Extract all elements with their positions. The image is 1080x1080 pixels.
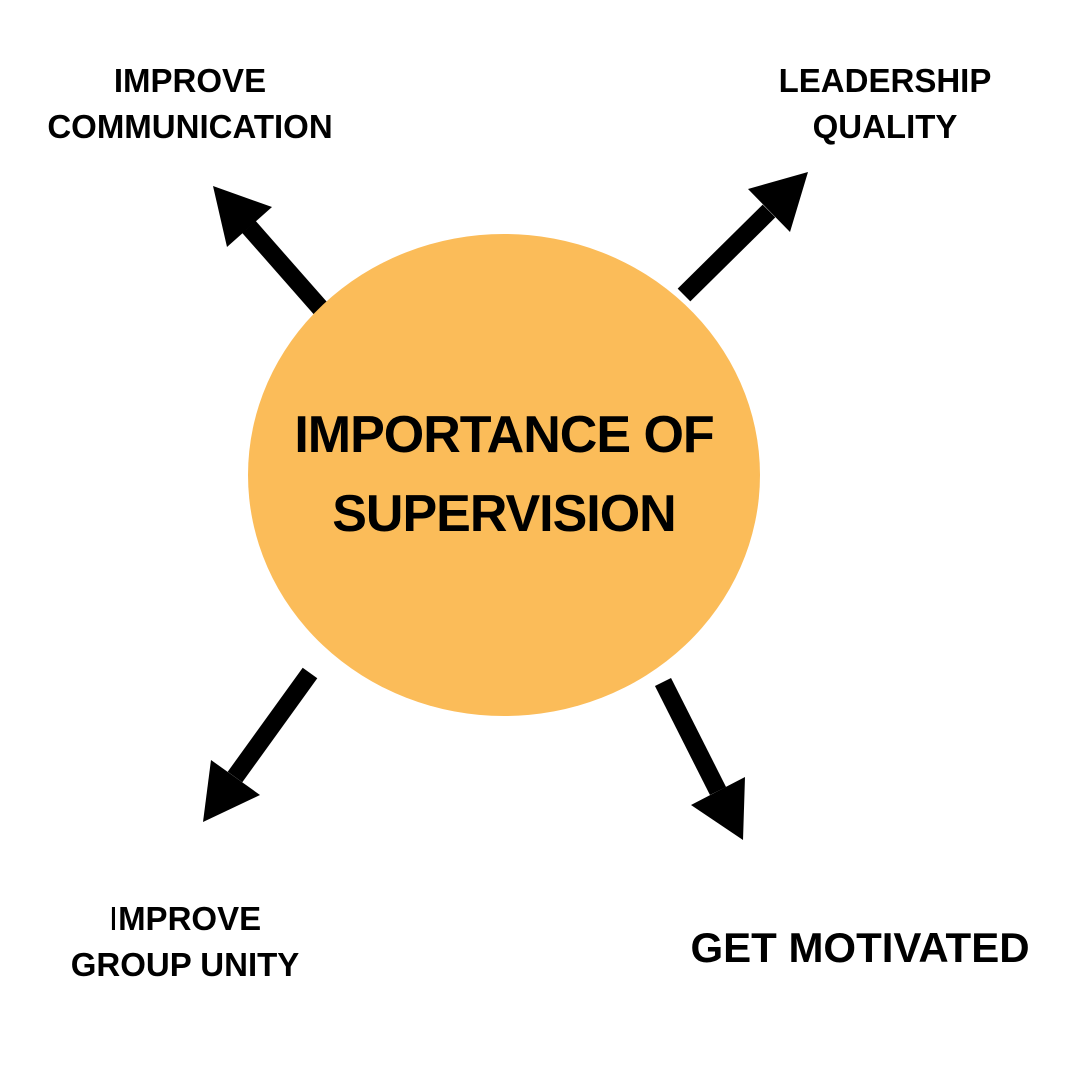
- arrow-bottom-left-icon: [203, 667, 318, 822]
- label-leadership-quality: LEADERSHIP QUALITY: [710, 58, 1060, 150]
- arrow-top-left-icon: [213, 186, 329, 316]
- arrow-bottom-right-icon: [654, 677, 745, 840]
- label-improve-communication: IMPROVE COMMUNICATION: [15, 58, 365, 150]
- center-circle: IMPORTANCE OF SUPERVISION: [248, 234, 760, 716]
- center-title-line-1: IMPORTANCE OF: [294, 406, 714, 464]
- label-improve-communication-line-2: COMMUNICATION: [47, 108, 333, 145]
- label-get-motivated-line-1: GET MOTIVATED: [690, 924, 1030, 971]
- label-leadership-quality-line-1: LEADERSHIP: [778, 62, 992, 99]
- label-improve-group-unity: IMPROVE GROUP UNITY: [10, 896, 360, 988]
- label-leadership-quality-line-2: QUALITY: [812, 108, 958, 145]
- label-get-motivated: GET MOTIVATED: [640, 922, 1080, 974]
- center-title-line-2: SUPERVISION: [332, 485, 676, 543]
- label-improve-group-unity-line-1: IMPROVE: [108, 900, 262, 937]
- label-improve-communication-line-1: IMPROVE: [113, 62, 267, 99]
- label-improve-group-unity-line-2: GROUP UNITY: [70, 946, 300, 983]
- arrow-top-right-icon: [677, 172, 808, 302]
